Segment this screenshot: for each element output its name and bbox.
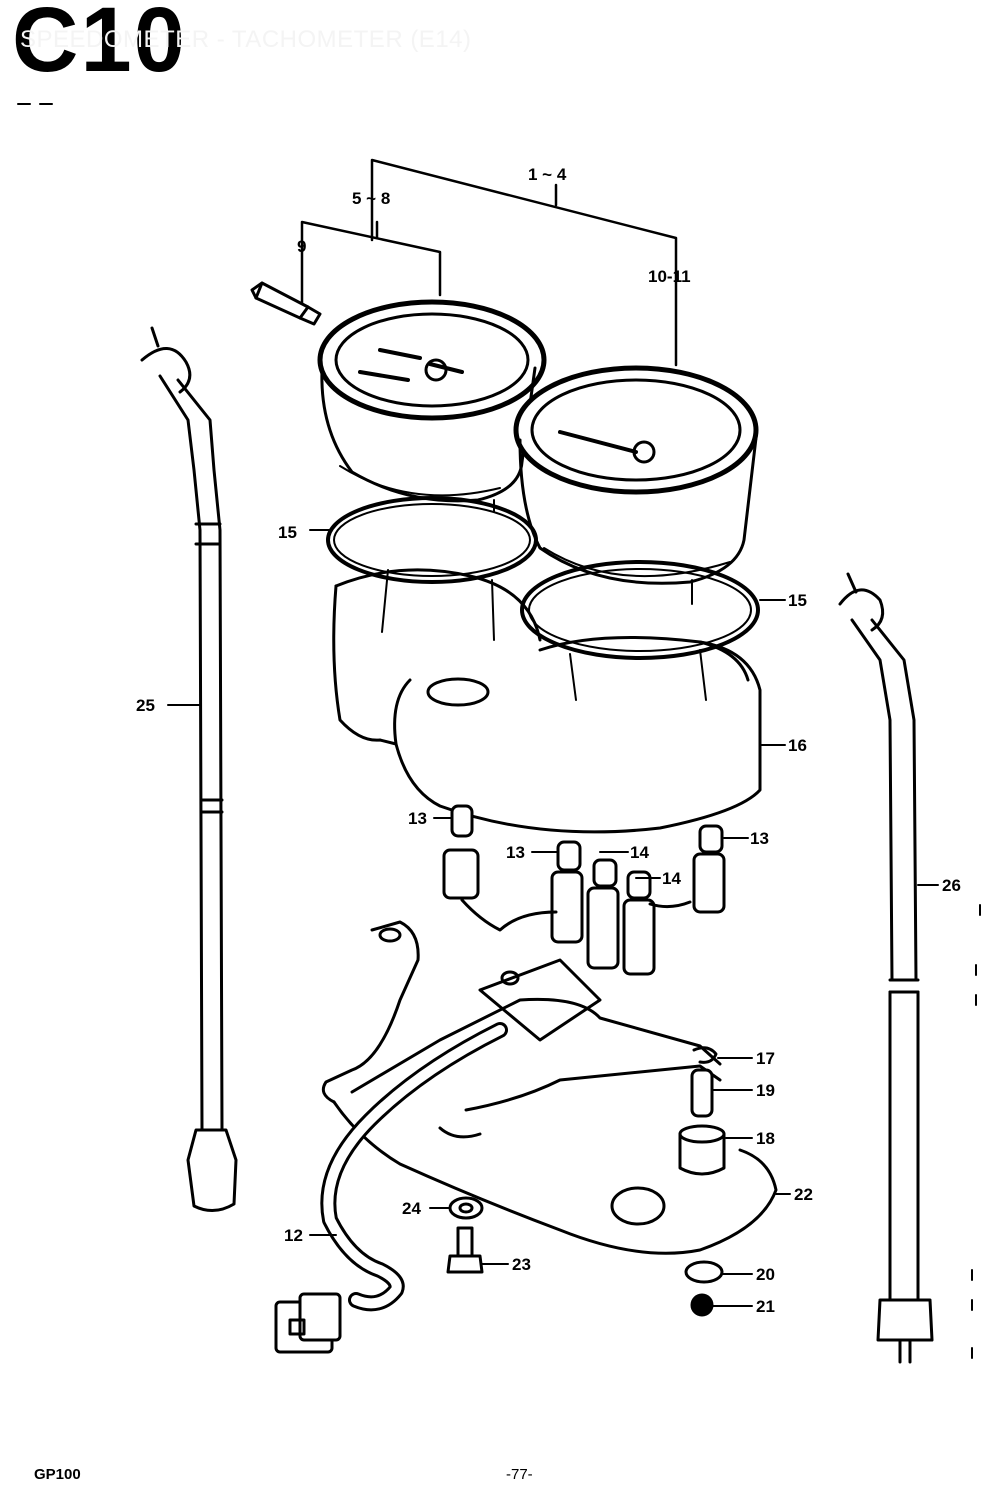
page-number: -77- (506, 1466, 533, 1483)
bulb-part-9 (250, 281, 322, 326)
speedometer (317, 299, 547, 513)
callout-26: 26 (942, 876, 961, 895)
group-brackets (300, 158, 678, 367)
cushion-stack (678, 1046, 726, 1176)
wiring-harness-part-12 (274, 1022, 508, 1354)
diagram-title: SPEEDOMETER - TACHOMETER (E14) (20, 26, 472, 53)
callout-15-left: 15 (278, 523, 297, 542)
callout-labels: 1 ~ 4 5 ~ 8 9 10-11 15 15 16 25 26 13 13… (136, 165, 961, 1316)
callout-9: 9 (297, 237, 306, 256)
section-code: C10 (12, 0, 187, 91)
callout-15-right: 15 (788, 591, 807, 610)
bolt-part-23 (446, 1226, 484, 1274)
callout-13-b: 13 (506, 843, 525, 862)
callout-10-11: 10-11 (648, 267, 691, 286)
callout-21: 21 (756, 1297, 775, 1316)
tachometer-cable-part-26 (838, 572, 934, 1364)
leader-lines (167, 529, 939, 1307)
callout-18: 18 (756, 1129, 775, 1148)
callout-17: 17 (756, 1049, 775, 1068)
callout-12: 12 (284, 1226, 303, 1245)
callout-20: 20 (756, 1265, 775, 1284)
callout-16: 16 (788, 736, 807, 755)
gauge-housing-part-16 (332, 568, 762, 834)
o-ring-right (520, 560, 760, 660)
callout-1-4: 1 ~ 4 (528, 165, 567, 184)
bulb-sockets (442, 804, 726, 976)
washer-part-20 (684, 1260, 724, 1284)
washer-part-24 (448, 1196, 484, 1220)
callout-19: 19 (756, 1081, 775, 1100)
callout-14-a: 14 (630, 843, 649, 862)
callout-24: 24 (402, 1199, 421, 1218)
callout-25: 25 (136, 696, 155, 715)
callout-22: 22 (794, 1185, 813, 1204)
callout-5-8: 5 ~ 8 (352, 189, 390, 208)
model-label: GP100 (34, 1466, 81, 1483)
callout-23: 23 (512, 1255, 531, 1274)
nut-part-21 (690, 1293, 714, 1317)
callout-13-c: 13 (750, 829, 769, 848)
speedometer-cable-part-25 (140, 326, 238, 1212)
callout-14-b: 14 (662, 869, 681, 888)
edge-ticks (971, 904, 981, 1359)
mounting-bracket-part-22 (321, 920, 778, 1255)
callout-13-a: 13 (408, 809, 427, 828)
o-ring-left (326, 496, 538, 584)
